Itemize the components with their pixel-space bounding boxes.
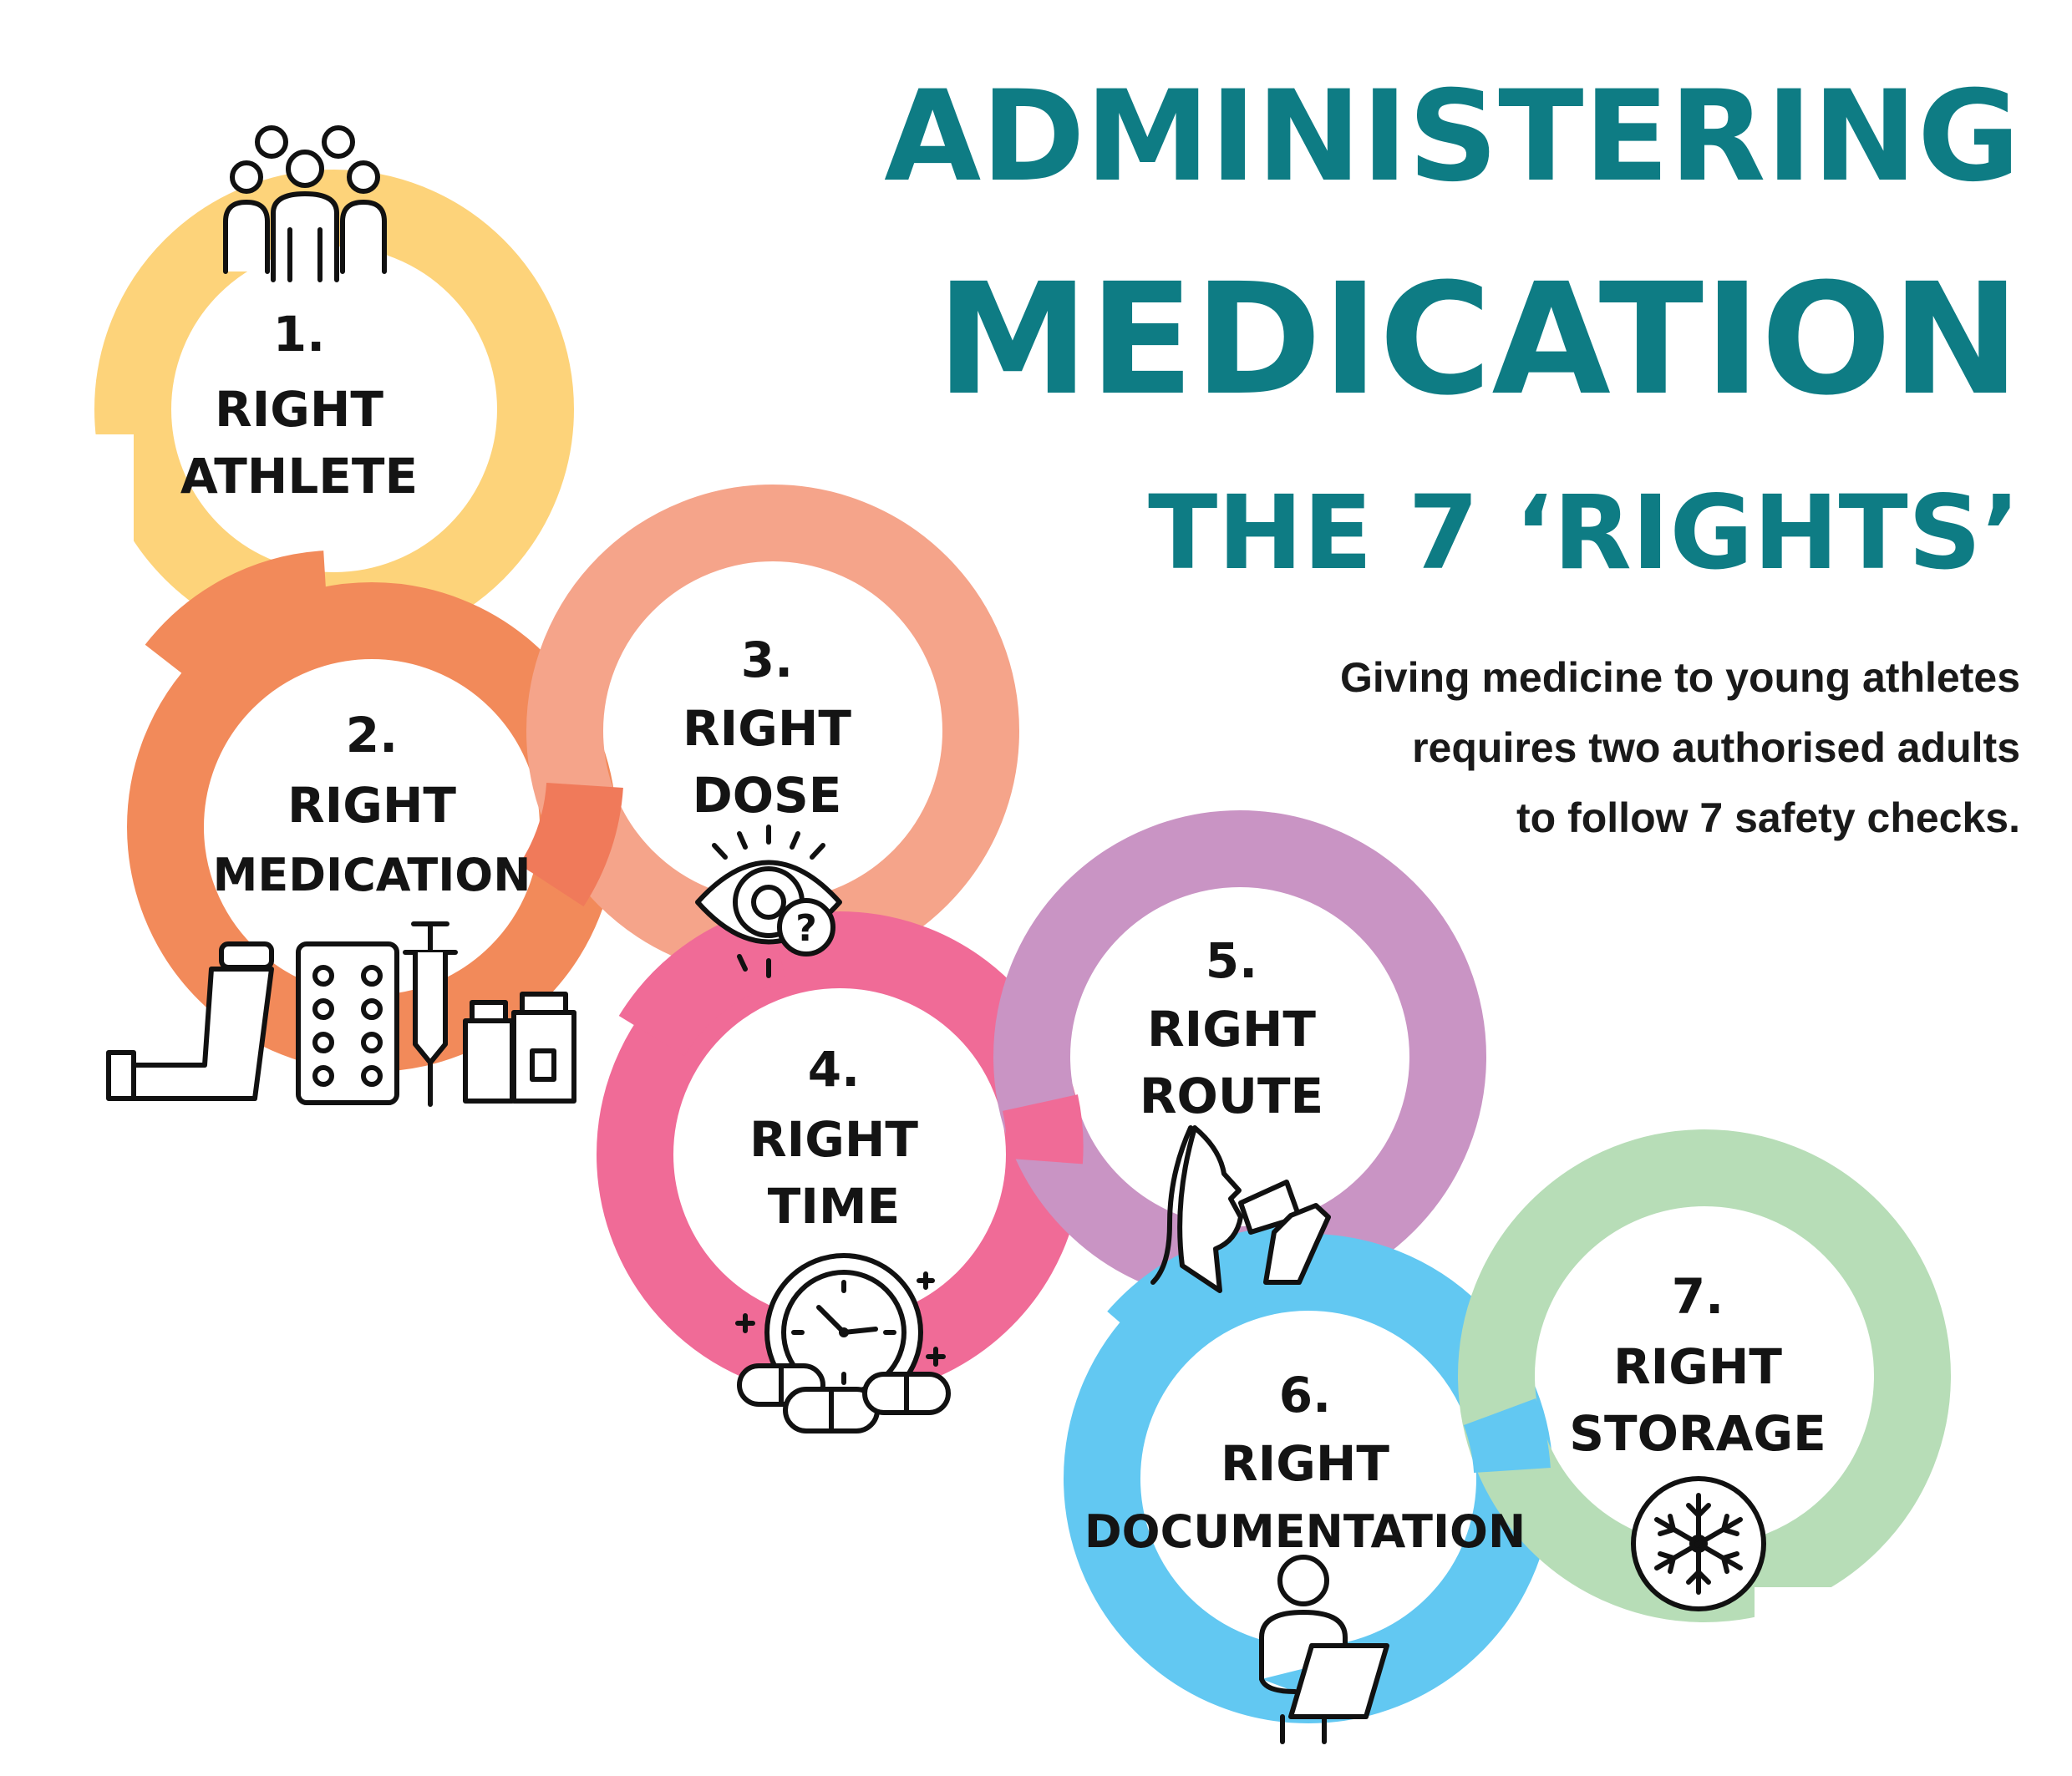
- person-clipboard-icon: [1259, 1555, 1389, 1744]
- title-block: ADMINISTERING MEDICATION THE 7 ‘RIGHTS’: [884, 64, 2020, 592]
- pill-blister-pack-icon: [296, 941, 399, 1105]
- title-line-1: ADMINISTERING: [884, 64, 2020, 210]
- ring-6-overlap-b: [1463, 1398, 1551, 1474]
- syringe-icon: [403, 921, 458, 1107]
- step-3-line1: RIGHT: [683, 700, 851, 757]
- step-3-number: 3.: [741, 632, 793, 688]
- svg-text:?: ?: [795, 907, 817, 950]
- step-4-line2: TIME: [768, 1178, 900, 1235]
- title-line-2: MEDICATION: [936, 251, 2020, 429]
- person-drinking-icon: [1150, 1125, 1331, 1293]
- step-4-line1: RIGHT: [749, 1111, 918, 1168]
- step-1-line2: ATHLETE: [180, 448, 418, 505]
- inhaler-icon: [106, 941, 274, 1101]
- step-7-line2: STORAGE: [1569, 1405, 1826, 1462]
- ring-2-overlap: [145, 551, 329, 693]
- step-5-line1: RIGHT: [1147, 1001, 1316, 1058]
- medication-icons: [106, 921, 576, 1107]
- step-2-number: 2.: [346, 707, 398, 764]
- step-7-label: 7. RIGHT STORAGE: [1569, 1268, 1826, 1462]
- intro-line-3: to follow 7 safety checks.: [1516, 794, 2020, 841]
- step-7-number: 7.: [1672, 1268, 1724, 1325]
- clock-pills-icon: [735, 1253, 951, 1433]
- step-7-line1: RIGHT: [1613, 1338, 1782, 1395]
- ring-4-overlap: [618, 906, 788, 1057]
- step-6-number: 6.: [1279, 1367, 1331, 1423]
- step-5-line2: ROUTE: [1140, 1068, 1323, 1124]
- step-5-label: 5. RIGHT ROUTE: [1140, 932, 1323, 1124]
- step-1-number: 1.: [273, 306, 325, 363]
- intro-line-1: Giving medicine to young athletes: [1340, 654, 2020, 701]
- intro-text: Giving medicine to young athletes requir…: [1340, 654, 2020, 841]
- ring-4-overlap-b: [1002, 1094, 1084, 1165]
- snowflake-icon: [1631, 1476, 1766, 1611]
- step-6-line1: RIGHT: [1221, 1435, 1389, 1492]
- title-line-3: THE 7 ‘RIGHTS’: [1148, 474, 2020, 592]
- step-1-label: 1. RIGHT ATHLETE: [180, 306, 418, 505]
- step-3-line2: DOSE: [693, 767, 842, 824]
- eye-question-icon: ?: [695, 825, 842, 978]
- step-4-label: 4. RIGHT TIME: [749, 1041, 918, 1235]
- vials-icon: [463, 992, 576, 1104]
- people-group-icon: [223, 125, 387, 282]
- step-2-line2: MEDICATION: [213, 849, 531, 901]
- step-1-line1: RIGHT: [215, 381, 383, 438]
- step-6-label: 6. RIGHT DOCUMENTATION: [1084, 1367, 1526, 1558]
- step-6-line2: DOCUMENTATION: [1084, 1505, 1526, 1558]
- step-3-label: 3. RIGHT DOSE: [683, 632, 851, 824]
- intro-line-2: requires two authorised adults: [1412, 724, 2020, 771]
- ring-2-overlap-b: [518, 781, 623, 907]
- step-2-line1: RIGHT: [287, 777, 456, 834]
- step-4-number: 4.: [808, 1041, 860, 1098]
- step-2-label: 2. RIGHT MEDICATION: [213, 707, 531, 901]
- step-5-number: 5.: [1206, 932, 1257, 989]
